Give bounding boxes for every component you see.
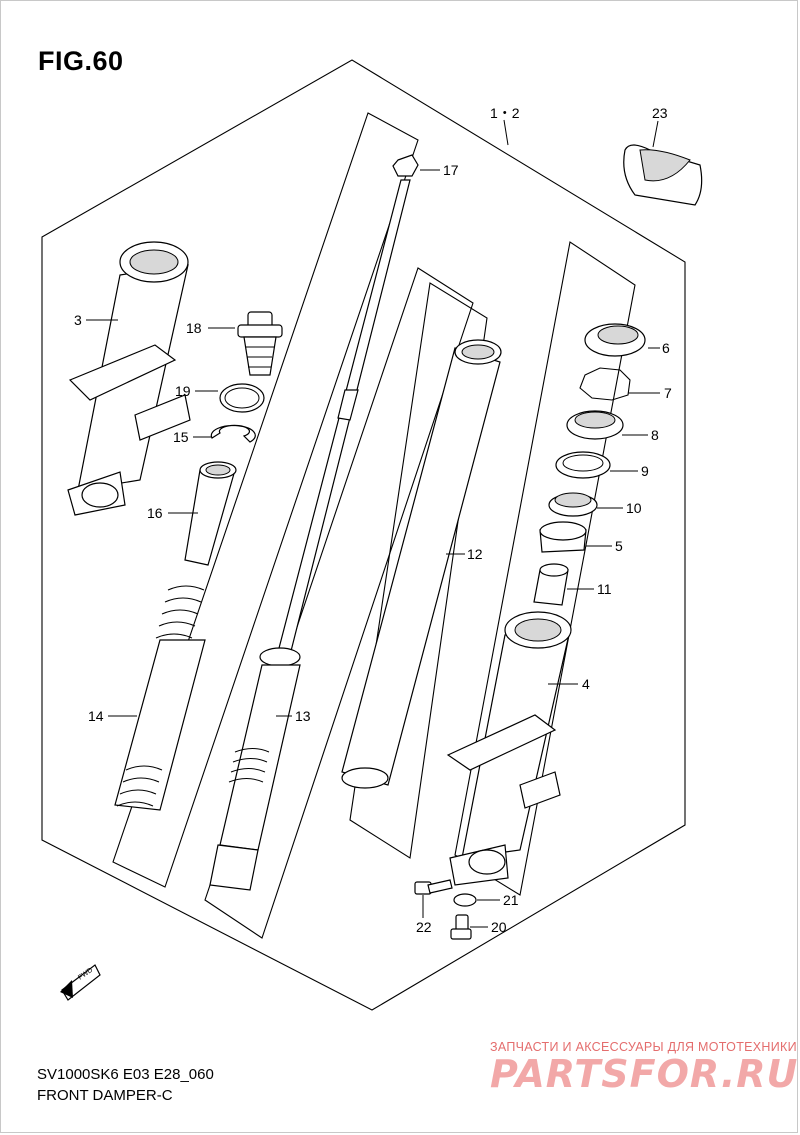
callout-22: 22	[416, 919, 432, 935]
callout-21: 21	[503, 892, 519, 908]
outer-tube-left	[67, 241, 191, 516]
figure-name: FRONT DAMPER-C	[37, 1087, 173, 1104]
oil-lock-piece	[533, 563, 569, 606]
snap-ring	[579, 367, 631, 401]
adjuster-bolt	[237, 311, 283, 376]
stopper-ring	[210, 424, 256, 443]
rod-group-panel	[204, 267, 474, 939]
callout-9: 9	[641, 463, 649, 479]
inner-tube	[341, 339, 502, 789]
inner-tube-panel	[349, 282, 488, 859]
lock-nut	[392, 154, 419, 177]
callout-20: 20	[491, 919, 507, 935]
callout-23: 23	[652, 105, 668, 121]
watermark-tagline: ЗАПЧАСТИ И АКСЕССУАРЫ ДЛЯ МОТОТЕХНИКИ	[490, 1040, 797, 1054]
callout-13: 13	[295, 708, 311, 724]
callout-labels: 1・2 3 4 5 6 7 8 9 10 11 12 13 14 15 16 1…	[74, 105, 672, 935]
drain-bolt-20	[450, 914, 472, 940]
callout-12: 12	[467, 546, 483, 562]
fork-spring	[114, 585, 206, 811]
spacer	[184, 461, 237, 566]
bolt-22	[414, 879, 453, 895]
callout-5: 5	[615, 538, 623, 554]
callout-4: 4	[582, 676, 590, 692]
callout-19: 19	[175, 383, 191, 399]
oil-seal	[584, 323, 646, 357]
callout-16: 16	[147, 505, 163, 521]
figure-title: FIG.60	[38, 46, 124, 76]
o-ring	[219, 383, 265, 413]
slide-bushing	[539, 521, 587, 553]
callout-15: 15	[173, 429, 189, 445]
callout-14: 14	[88, 708, 104, 724]
callout-7: 7	[664, 385, 672, 401]
damper-group-panel	[112, 112, 419, 888]
washer	[555, 451, 611, 479]
callout-3: 3	[74, 312, 82, 328]
fwd-arrow-icon: FWD	[60, 964, 101, 1001]
model-code: SV1000SK6 E03 E28_060	[37, 1066, 214, 1083]
damper-rod	[209, 179, 411, 891]
callout-10: 10	[626, 500, 642, 516]
fork-cover	[623, 144, 703, 206]
seal-retainer	[566, 410, 624, 440]
callout-8: 8	[651, 427, 659, 443]
assembly-outline	[41, 59, 686, 1011]
callout-17: 17	[443, 162, 459, 178]
watermark-logo: PARTSFOR.RU	[490, 1052, 799, 1096]
leader-lines	[86, 119, 660, 928]
callout-1-2: 1・2	[490, 105, 520, 121]
callout-6: 6	[662, 340, 670, 356]
guide-bushing	[548, 492, 598, 517]
callout-18: 18	[186, 320, 202, 336]
seal-group-panel	[454, 241, 636, 896]
outer-tube-right	[446, 611, 572, 886]
gasket-21	[453, 893, 477, 907]
callout-11: 11	[597, 581, 612, 597]
